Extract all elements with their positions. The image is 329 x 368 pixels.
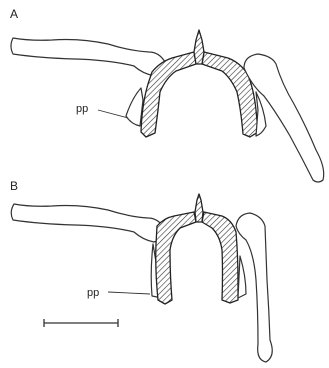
- panel-a: A pp: [10, 7, 324, 182]
- panel-b: B pp: [10, 179, 272, 362]
- panel-b-pp-leader: [108, 292, 150, 294]
- panel-a-pp-label: pp: [76, 103, 88, 115]
- panel-a-label: A: [10, 7, 18, 21]
- panel-b-right-plate: [238, 256, 246, 298]
- panel-b-left-arch: [156, 212, 196, 304]
- panel-a-pp-leader: [98, 110, 128, 118]
- scale-bar: [44, 319, 118, 327]
- panel-b-right-arch: [202, 212, 238, 303]
- panel-b-spine: [195, 194, 203, 222]
- panel-a-right-plate: [256, 92, 266, 136]
- panel-a-left-humerus: [11, 38, 165, 76]
- panel-b-left-humerus: [11, 204, 164, 242]
- panel-a-left-pp-plate: [126, 88, 143, 126]
- panel-a-spine: [194, 30, 204, 64]
- panel-b-label: B: [10, 179, 18, 193]
- panel-b-pp-label: pp: [87, 287, 99, 299]
